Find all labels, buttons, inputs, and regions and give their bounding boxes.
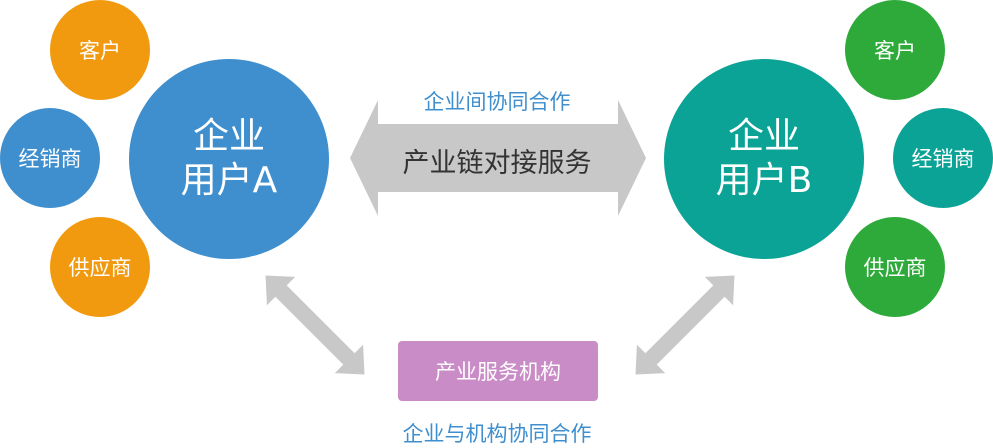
- top-collaboration-label: 企业间协同合作: [423, 90, 571, 114]
- left-dealer-circle: 经销商: [0, 108, 100, 208]
- left-customer-label: 客户: [79, 39, 121, 63]
- industry-service-institution-box: 产业服务机构: [398, 341, 598, 401]
- double-arrow-horizontal: [350, 100, 646, 216]
- double-arrow-right-diagonal: [635, 275, 735, 375]
- enterprise-user-b-line2: 用户B: [715, 160, 813, 201]
- left-supplier-circle: 供应商: [50, 217, 150, 317]
- enterprise-user-a-circle: 企业 用户A: [129, 59, 329, 259]
- enterprise-user-a-line2: 用户A: [180, 160, 278, 201]
- left-customer-circle: 客户: [50, 0, 150, 100]
- right-customer-label: 客户: [874, 39, 916, 63]
- right-supplier-circle: 供应商: [845, 217, 945, 317]
- enterprise-user-b-line1: 企业: [727, 116, 800, 157]
- right-supplier-label: 供应商: [863, 256, 927, 280]
- industry-service-institution-label: 产业服务机构: [435, 360, 561, 384]
- left-supplier-label: 供应商: [68, 256, 132, 280]
- left-dealer-label: 经销商: [18, 147, 82, 171]
- enterprise-user-b-circle: 企业 用户B: [664, 59, 864, 259]
- right-dealer-circle: 经销商: [893, 108, 993, 208]
- right-customer-circle: 客户: [845, 0, 945, 100]
- industry-chain-service-text: 产业链对接服务: [402, 148, 592, 179]
- right-dealer-label: 经销商: [911, 147, 975, 171]
- enterprise-user-a-line1: 企业: [192, 116, 265, 157]
- double-arrow-left-diagonal: [265, 275, 365, 375]
- bottom-collaboration-label: 企业与机构协同合作: [402, 422, 592, 446]
